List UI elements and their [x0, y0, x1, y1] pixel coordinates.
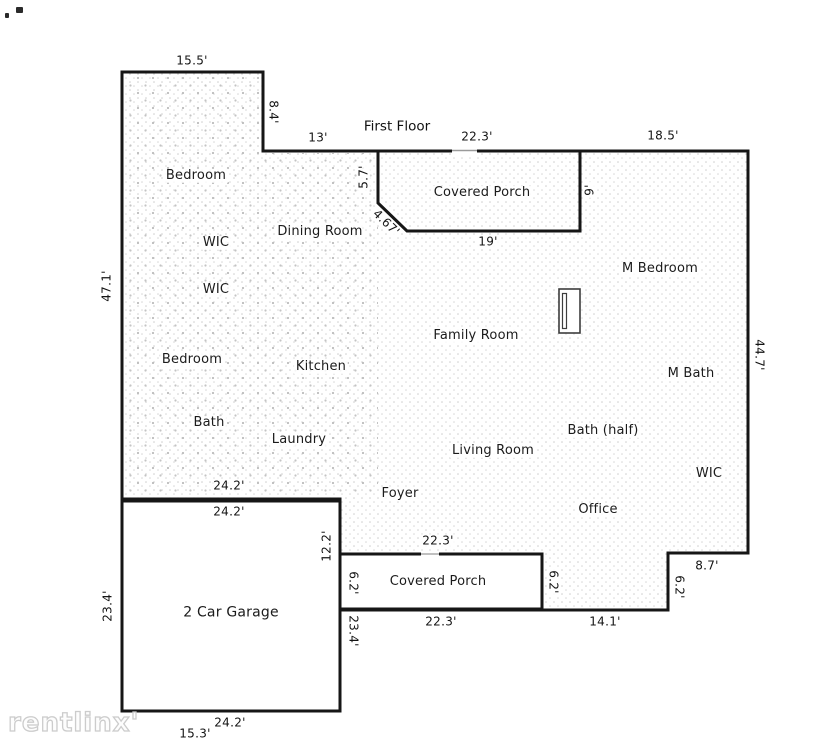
dim-garage-left-height: 23.4'	[100, 588, 115, 624]
room-label-office: Office	[576, 501, 620, 518]
dim-step-right-height: 6.2'	[672, 573, 687, 601]
room-label-bedroom-upper: Bedroom	[163, 167, 229, 184]
exterior-wall-outline	[120, 70, 750, 612]
left-wing-fill	[124, 74, 378, 497]
room-label-living-room: Living Room	[449, 442, 537, 459]
rentlinx-watermark: rentlinx'	[7, 707, 140, 738]
room-label-garage: 2 Car Garage	[181, 604, 281, 621]
dim-garage-bottom-width: 24.2'	[212, 715, 248, 730]
dim-foyer-wall-height: 12.2'	[319, 528, 334, 564]
dim-step-right-width: 8.7'	[693, 558, 721, 573]
dim-step-height: 8.4'	[266, 98, 281, 126]
dim-porch2-left-height: 6.2'	[346, 569, 361, 597]
room-label-bedroom-lower: Bedroom	[159, 351, 225, 368]
door-opening-bottom-porch	[421, 551, 439, 557]
room-label-wic-upper: WIC	[200, 234, 232, 251]
fireplace-icon	[558, 288, 581, 334]
room-label-covered-porch-top: Covered Porch	[431, 184, 533, 201]
dim-left-height: 47.1'	[99, 268, 114, 304]
room-label-foyer: Foyer	[379, 485, 421, 502]
dim-garage-right-height: 23.4'	[346, 613, 361, 649]
dim-bottom-right-width: 14.1'	[587, 614, 623, 629]
room-label-dining-room: Dining Room	[275, 223, 365, 240]
door-opening-top	[452, 147, 477, 155]
dim-right-height: 44.7'	[752, 337, 767, 373]
room-label-kitchen: Kitchen	[293, 358, 349, 375]
dim-bottom-left-width: 15.3'	[177, 726, 213, 741]
room-label-m-bath: M Bath	[665, 365, 717, 382]
room-label-bath: Bath	[191, 414, 227, 431]
dim-porch-left-height: 5.7'	[356, 163, 371, 191]
dim-porch-top-width: 22.3'	[459, 129, 495, 144]
room-label-laundry: Laundry	[269, 431, 329, 448]
dim-porch2-right-height: 6.2'	[546, 568, 561, 596]
plan-title: First Floor	[361, 118, 433, 135]
dim-garage-top-width: 24.2'	[211, 504, 247, 519]
room-label-wic-right: WIC	[693, 465, 725, 482]
dim-top-right-width: 18.5'	[645, 128, 681, 143]
room-label-family-room: Family Room	[431, 327, 521, 344]
covered-porch-top-wall	[376, 152, 582, 233]
dim-porch2-bottom-width: 22.3'	[423, 614, 459, 629]
room-label-wic-lower: WIC	[200, 281, 232, 298]
room-label-covered-porch-bottom: Covered Porch	[387, 573, 489, 590]
room-label-m-bedroom: M Bedroom	[620, 260, 700, 277]
dim-porch2-top-width: 22.3'	[420, 533, 456, 548]
dim-porch-right-height: 9'	[582, 182, 597, 198]
scan-artifact	[16, 7, 23, 13]
dim-top-left-width: 15.5'	[174, 53, 210, 68]
dim-porch-bottom-width: 19'	[476, 234, 500, 249]
scan-artifact	[5, 13, 9, 18]
room-label-bath-half: Bath (half)	[565, 422, 641, 439]
dim-house-bottom-width: 24.2'	[211, 478, 247, 493]
dim-top-mid-width: 13'	[306, 130, 330, 145]
